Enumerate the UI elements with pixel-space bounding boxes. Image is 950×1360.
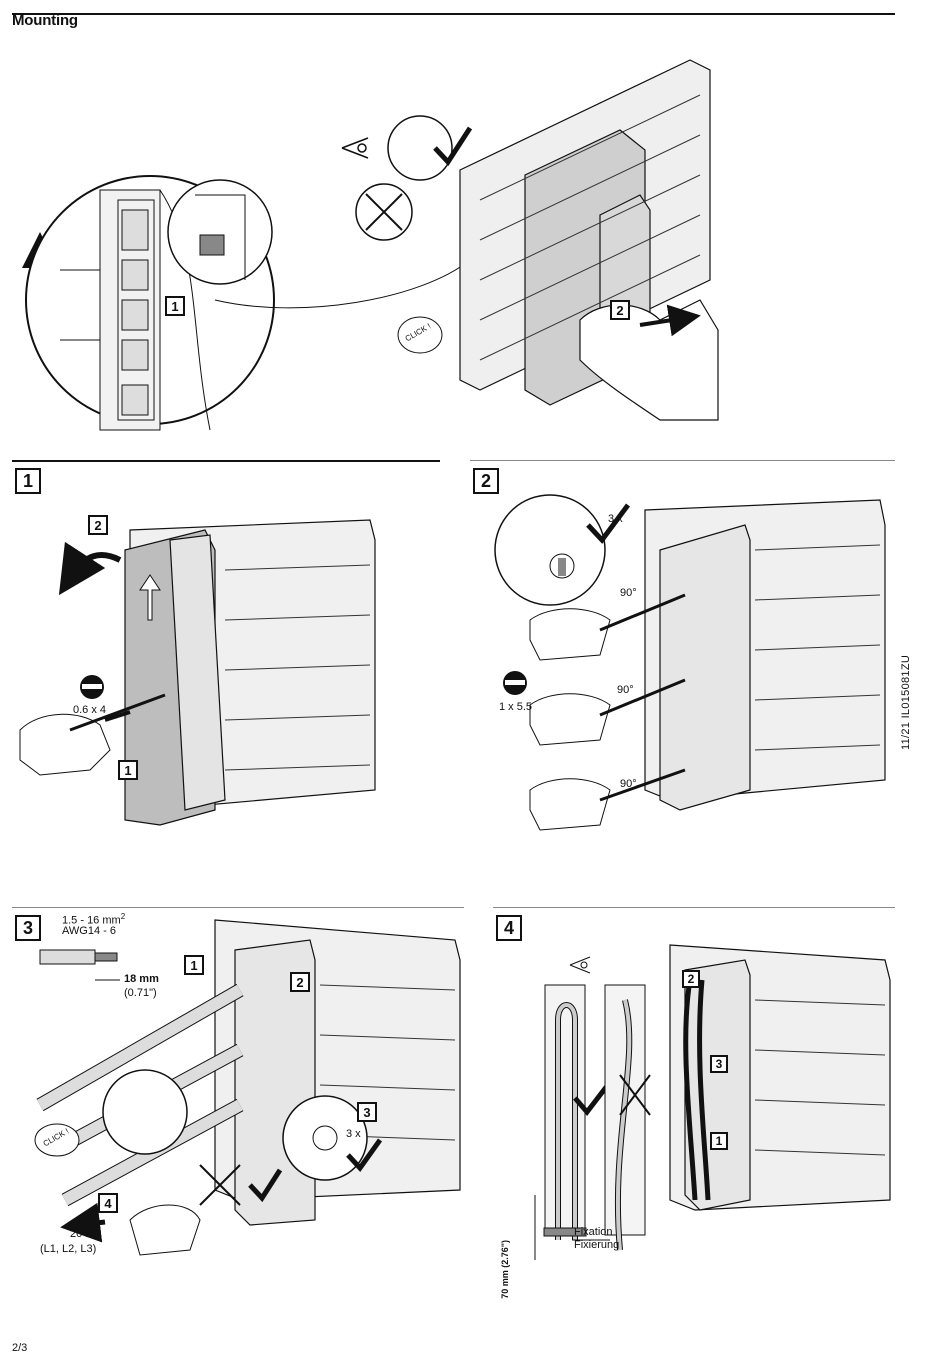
header-rule — [12, 13, 895, 15]
page-number: 2/3 — [12, 1342, 28, 1354]
panel4-fixation-en: Fixation — [574, 1226, 613, 1238]
panel2-number: 2 — [473, 468, 499, 494]
panel3-figure — [34, 919, 461, 1256]
panel1-step-2: 2 — [88, 515, 108, 535]
panel3-step-1: 1 — [184, 955, 204, 975]
panel3-strip-length: 18 mm — [124, 973, 159, 985]
panel4-step-1: 1 — [710, 1132, 728, 1150]
panel2-angle-1: 90° — [620, 587, 637, 599]
panel4-number: 4 — [496, 915, 522, 941]
step-2-box: 2 — [610, 300, 630, 320]
top-figure — [22, 59, 719, 431]
panel1-screwdriver-size: 0.6 x 4 — [73, 704, 107, 716]
panel1-rule — [12, 460, 440, 462]
panel3-number: 3 — [15, 915, 41, 941]
panel4-step-3: 3 — [710, 1055, 728, 1073]
step-1-box: 1 — [165, 296, 185, 316]
panel3-awg: AWG14 - 6 — [62, 925, 116, 937]
panel1-figure — [19, 519, 376, 826]
panel2-repeat: 3 x — [608, 513, 623, 525]
panel3-repeat: 3 x — [346, 1128, 361, 1140]
page-title: Mounting — [12, 12, 78, 29]
document-id: 11/21 IL015081ZU — [900, 654, 912, 750]
panel3-force: 20 N — [70, 1228, 94, 1240]
panel2-rule — [470, 460, 895, 461]
panel2-angle-2: 90° — [617, 684, 634, 696]
panel4-length: 70 mm (2.76") — [500, 1240, 510, 1299]
panel4-fixation-de: Fixierung — [574, 1239, 620, 1251]
panel2-screwdriver-size: 1 x 5.5 — [499, 701, 533, 713]
panel2-figure — [494, 494, 886, 831]
hand-illustration — [579, 299, 719, 421]
panel4-step-2: 2 — [682, 970, 700, 988]
panel3-rule — [12, 907, 464, 908]
panel4-rule — [493, 907, 895, 908]
panel4-figure — [534, 944, 891, 1260]
panel3-strip-length-in: (0.71") — [124, 987, 157, 999]
panel1-step-1: 1 — [118, 760, 138, 780]
panel3-step-2: 2 — [290, 972, 310, 992]
panel1-number: 1 — [15, 468, 41, 494]
panel3-cross-section: 1.5 - 16 mm2 — [62, 912, 126, 927]
panel2-angle-3: 90° — [620, 778, 637, 790]
panel3-step-3: 3 — [357, 1102, 377, 1122]
panel3-phases: (L1, L2, L3) — [40, 1243, 97, 1255]
panel3-step-4: 4 — [98, 1193, 118, 1213]
